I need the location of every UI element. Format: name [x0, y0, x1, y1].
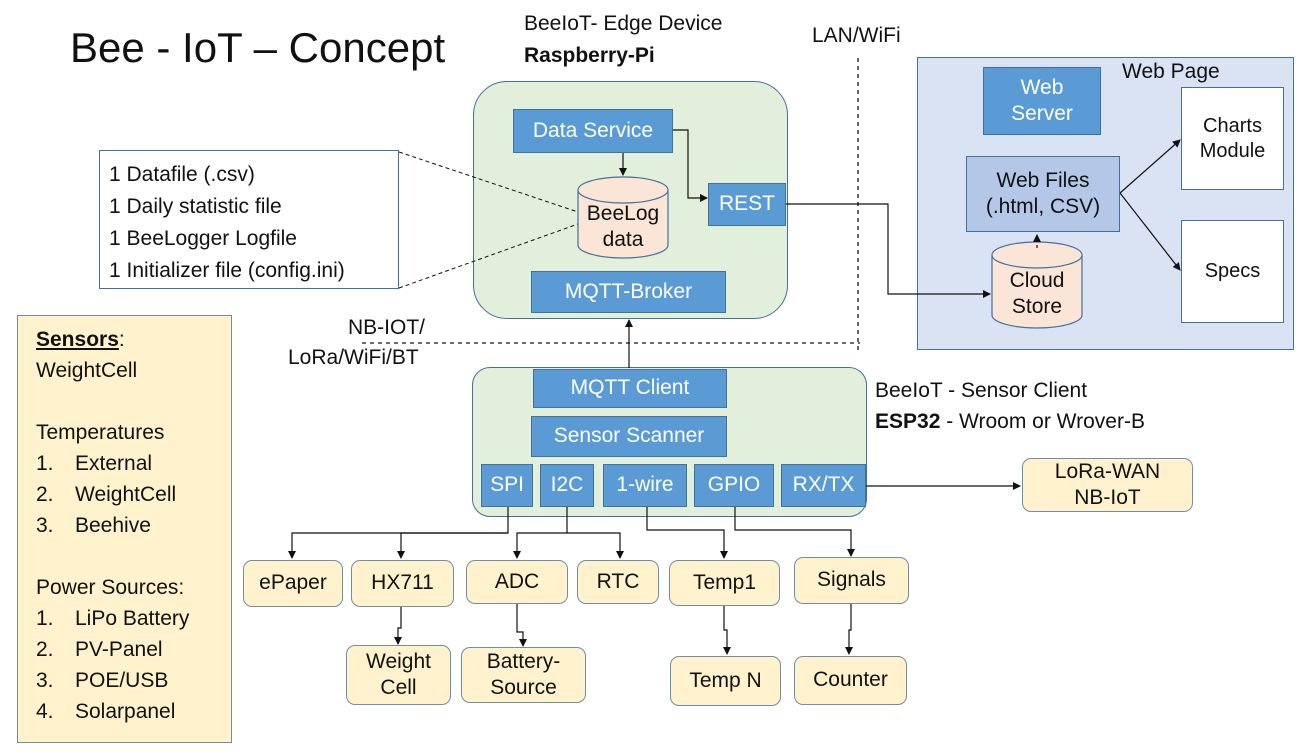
adc-box: ADC: [466, 560, 568, 604]
port-1-wire: 1-wire: [603, 464, 687, 507]
edge-device-label: BeeIoT- Edge Device: [524, 12, 723, 35]
rest-box: REST: [708, 183, 786, 226]
temp-item: 3.Beehive: [36, 514, 151, 537]
specs-box: Specs: [1181, 220, 1284, 323]
port-rx-tx: RX/TX: [781, 464, 866, 507]
port-gpio: GPIO: [694, 464, 774, 507]
page-title: Bee - IoT – Concept: [70, 24, 446, 71]
file-item: 1 BeeLogger Logfile: [109, 227, 297, 250]
signals-box: Signals: [794, 557, 909, 604]
nb-iot-label: NB-IOT/: [348, 316, 425, 339]
beelog-cylinder: [577, 176, 669, 259]
mqtt-client-box: MQTT Client: [533, 369, 727, 408]
sensor-client-label: BeeIoT - Sensor Client: [875, 379, 1088, 402]
power-item: 2.PV-Panel: [36, 638, 163, 661]
callout-line: [398, 151, 579, 213]
power-item: 3.POE/USB: [36, 669, 169, 692]
web-page-label: Web Page: [1122, 60, 1220, 83]
rtc-box: RTC: [577, 560, 659, 604]
file-item: 1 Initializer file (config.ini): [109, 259, 345, 282]
temp1-box: Temp1: [669, 560, 780, 606]
sensors-heading: Sensors:: [36, 328, 125, 351]
temp-item: 2.WeightCell: [36, 483, 177, 506]
mqtt-broker-box: MQTT-Broker: [531, 271, 726, 313]
lan-wifi-label: LAN/WiFi: [812, 24, 901, 47]
callout-line: [398, 223, 579, 289]
hx711-box: HX711: [351, 560, 454, 607]
port-spi: SPI: [481, 464, 533, 507]
sensor-client-platform: ESP32 - Wroom or Wrover-B: [875, 410, 1145, 433]
file-item: 1 Datafile (.csv): [109, 163, 255, 186]
port-i2c: I2C: [540, 464, 594, 507]
temp-item: 1.External: [36, 452, 153, 475]
power-item: 4.Solarpanel: [36, 700, 176, 723]
power-item: 1.LiPo Battery: [36, 607, 190, 630]
cloud-store-cylinder: [991, 241, 1083, 329]
power-sources-heading: Power Sources:: [36, 576, 185, 599]
lora-wifi-bt-label: LoRa/WiFi/BT: [288, 346, 419, 369]
temp-n-box: Temp N: [670, 656, 781, 706]
sensor-weightcell: WeightCell: [36, 359, 138, 382]
files-list-box: 1 Datafile (.csv) 1 Daily statistic file…: [99, 150, 399, 289]
sensor-scanner-box: Sensor Scanner: [531, 416, 727, 457]
web-files-box: Web Files(.html, CSV): [966, 156, 1120, 232]
counter-box: Counter: [794, 656, 907, 705]
file-item: 1 Daily statistic file: [109, 195, 282, 218]
sensors-panel: Sensors: WeightCell Temperatures 1.Exter…: [17, 315, 232, 743]
epaper-box: ePaper: [243, 560, 343, 607]
temperatures-heading: Temperatures: [36, 421, 165, 444]
data-service-box: Data Service: [513, 109, 673, 153]
battery-source-box: Battery-Source: [461, 647, 586, 703]
edge-device-platform: Raspberry-Pi: [524, 44, 655, 67]
